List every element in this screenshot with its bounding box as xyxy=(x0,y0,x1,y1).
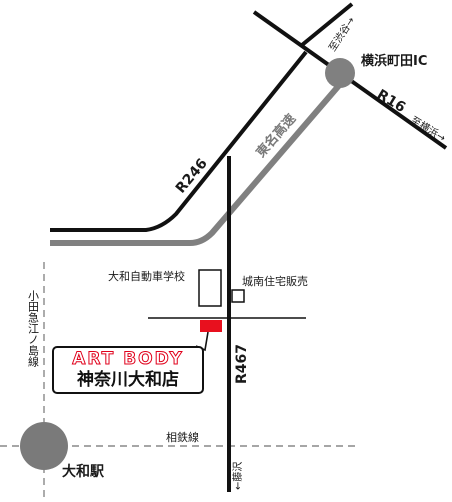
school-label: 大和自動車学校 xyxy=(108,269,185,283)
housing-label: 城南住宅販売 xyxy=(242,274,308,288)
tomei-expressway xyxy=(50,73,351,246)
road-to-shibuya xyxy=(300,2,354,47)
r16-label: R16 xyxy=(374,87,408,116)
to-fujisawa-label: ←藤沢 xyxy=(231,462,244,490)
store-callout: ART BODY 神奈川大和店 xyxy=(52,346,204,394)
to-yokohama-label: 至横浜→ xyxy=(408,113,448,144)
school-building xyxy=(198,269,222,307)
ic-label: 横浜町田IC xyxy=(361,53,427,69)
ic-marker xyxy=(325,58,355,88)
station-marker xyxy=(20,422,68,470)
odakyu-label: 小田急江ノ島線 xyxy=(27,290,40,367)
store-branch-name: 神奈川大和店 xyxy=(77,370,179,390)
housing-building xyxy=(231,289,245,303)
store-brand: ART BODY xyxy=(72,349,184,370)
sotetsu-label: 相鉄線 xyxy=(166,430,199,444)
station-label: 大和駅 xyxy=(62,463,105,480)
store-marker xyxy=(200,320,222,332)
route-246 xyxy=(50,50,308,232)
r467-label: R467 xyxy=(234,344,250,384)
